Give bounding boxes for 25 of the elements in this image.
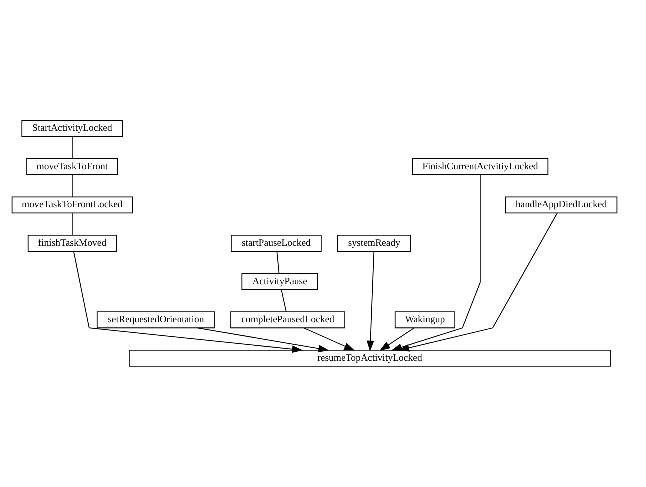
node-box: finishTaskMoved	[28, 235, 117, 252]
node-box: moveTaskToFrontLocked	[12, 196, 134, 214]
node-box: systemReady	[337, 235, 412, 252]
node-box: moveTaskToFront	[26, 158, 118, 176]
node-box: handleAppDiedLocked	[505, 196, 618, 214]
node-box: StartActivityLocked	[22, 120, 124, 138]
connector	[72, 136, 73, 160]
arrow	[380, 328, 415, 352]
arrow	[197, 328, 330, 352]
node-box: FinishCurrentActvitiyLocked	[412, 158, 549, 176]
arrow	[304, 328, 356, 351]
connector	[72, 213, 73, 236]
arrow	[73, 251, 304, 354]
node-box: setRequestedOrientation	[96, 312, 216, 329]
arrow	[398, 212, 558, 352]
connector	[276, 251, 280, 274]
connector	[72, 174, 73, 198]
node-box: Wakingup	[394, 312, 456, 329]
connector	[281, 290, 287, 313]
node-box: ActivityPause	[242, 273, 318, 290]
arrow	[366, 251, 375, 352]
node-box: completePausedLocked	[230, 312, 346, 329]
node-box: resumeTopActivityLocked	[129, 350, 611, 367]
node-box: startPauseLocked	[231, 235, 322, 252]
arrow	[391, 174, 481, 352]
